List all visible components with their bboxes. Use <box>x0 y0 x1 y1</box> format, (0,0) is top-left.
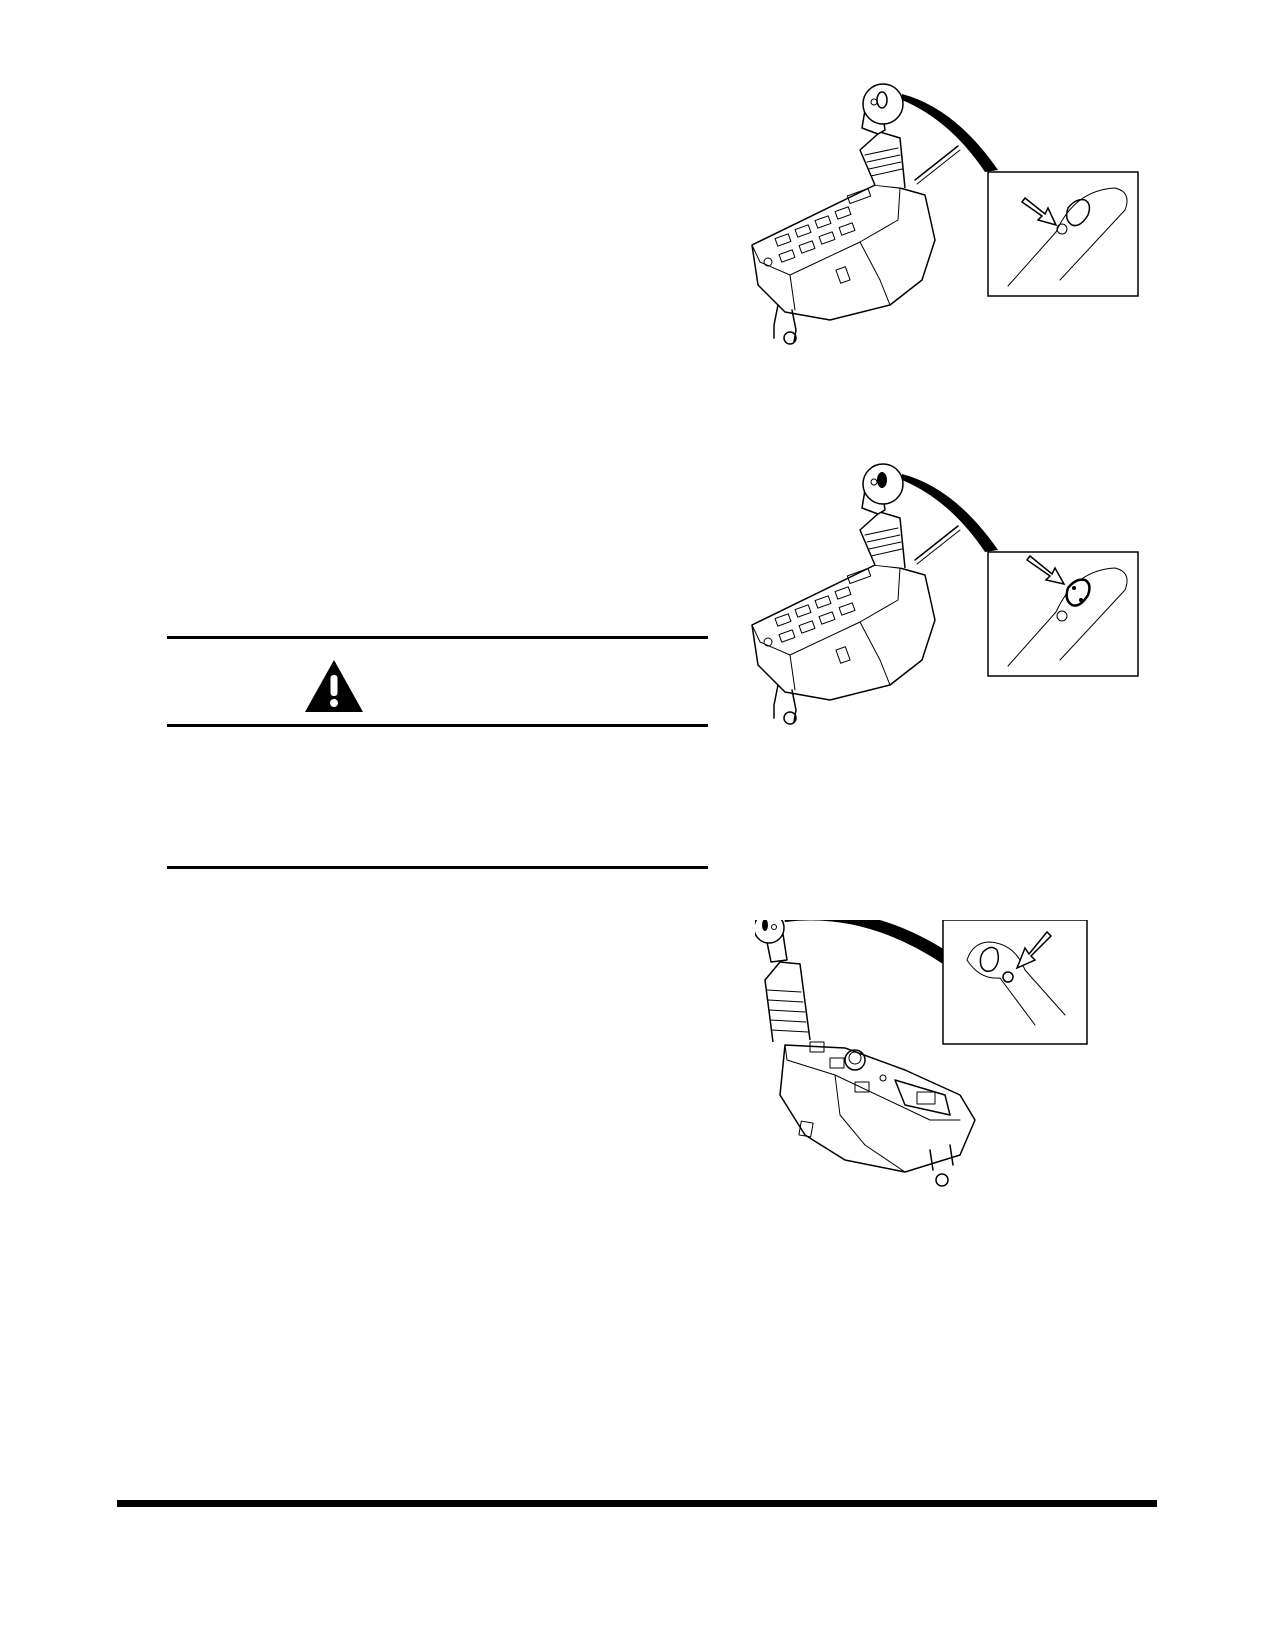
warning-triangle-icon <box>303 658 365 714</box>
trigger-button-detail-icon <box>987 171 1139 297</box>
warning-middle-rule <box>167 724 708 727</box>
warning-top-rule <box>167 636 708 639</box>
button-detail-icon <box>942 920 1088 1045</box>
figure-2-joystick-controller <box>740 460 1150 740</box>
warning-bottom-rule <box>167 866 708 869</box>
joystick-controller-keypad-icon <box>751 463 961 725</box>
joystick-controller-keypad-icon <box>751 83 961 345</box>
footer-rule <box>117 1500 1157 1507</box>
joystick-controller-console-icon <box>755 920 976 1187</box>
trigger-button-pressed-detail-icon <box>987 551 1139 677</box>
figure-1-joystick-controller <box>740 80 1150 360</box>
figure-3-joystick-controller <box>755 920 1155 1195</box>
